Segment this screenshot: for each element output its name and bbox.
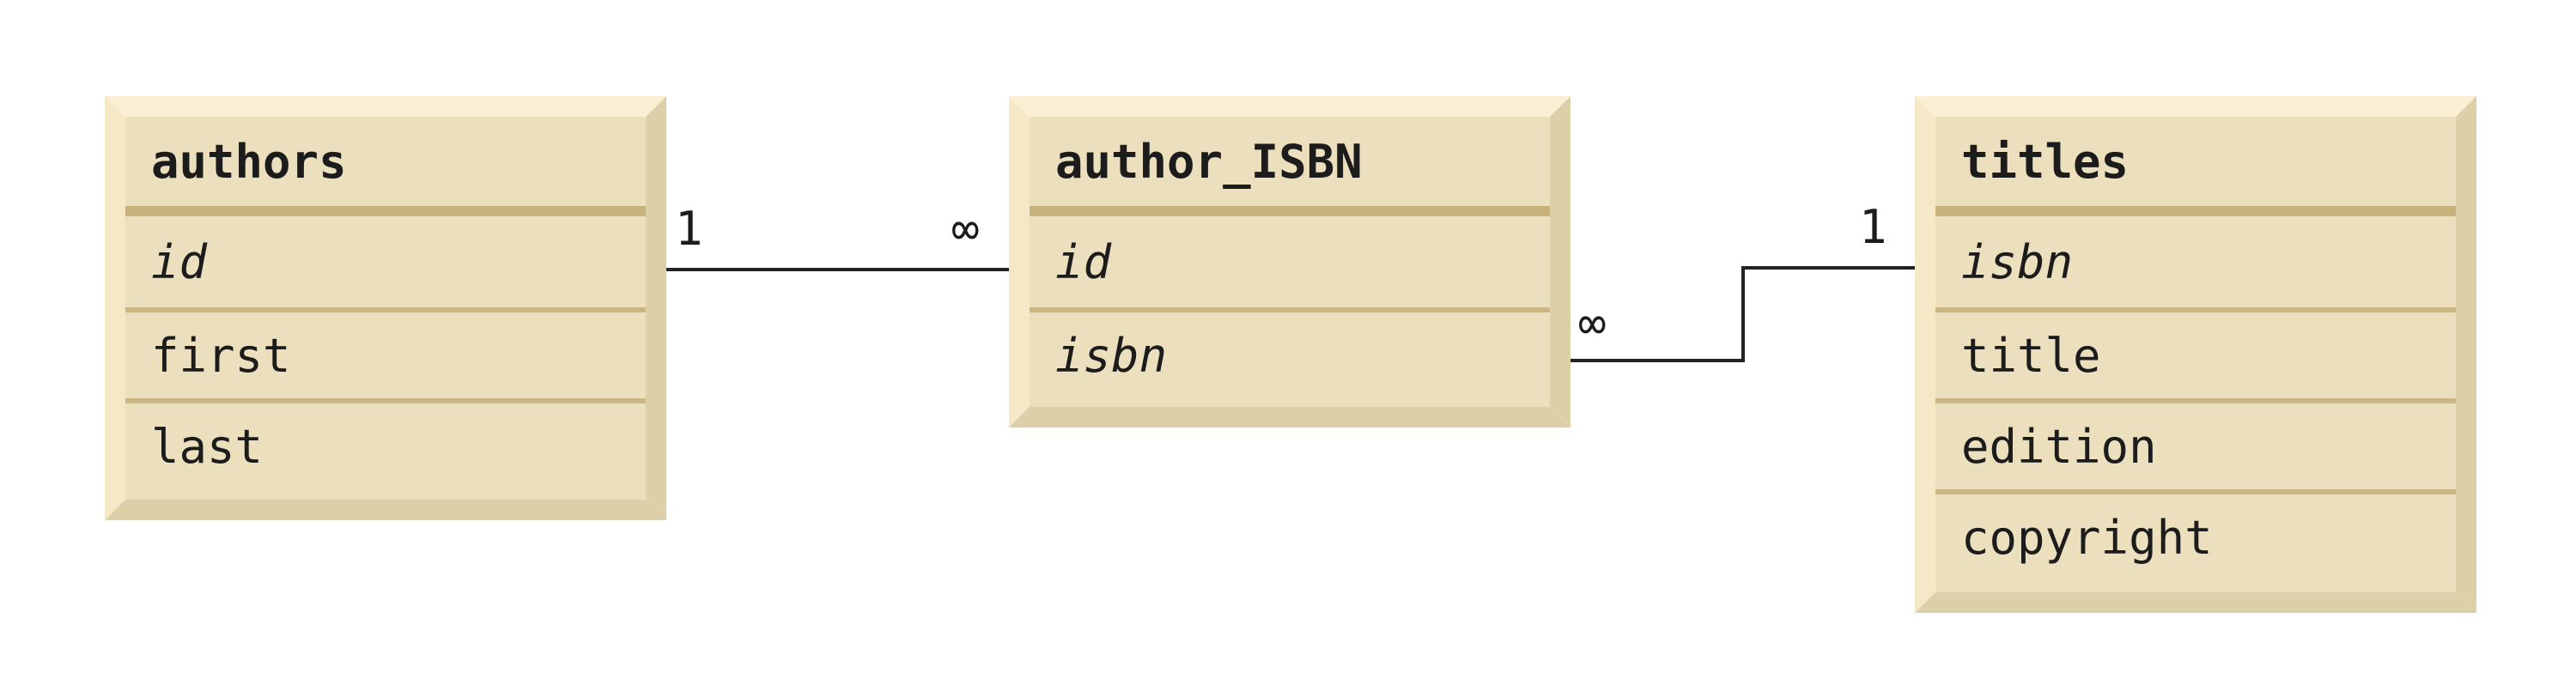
table-field: id [151, 234, 208, 289]
table-field: isbn [1030, 307, 1550, 398]
multiplicity-label: ∞ [951, 202, 980, 256]
table-title: titles [1935, 117, 2456, 216]
table-field: title [1935, 307, 2456, 398]
multiplicity-label: ∞ [1578, 296, 1607, 350]
table-field: isbn [1961, 234, 2074, 289]
author-isbn-table: author_ISBN id isbn [1009, 96, 1571, 427]
table-title: authors [125, 117, 646, 216]
table-face: authors id first last [125, 117, 646, 500]
table-face: titles isbn title edition copyright [1935, 117, 2456, 592]
table-field: id [1055, 234, 1112, 289]
table-bevel [105, 96, 666, 520]
table-bevel [1009, 96, 1571, 427]
titles-author-isbn-link [1571, 266, 1915, 362]
multiplicity-label: 1 [675, 202, 703, 256]
table-field: last [125, 398, 646, 489]
titles-table: titles isbn title edition copyright [1915, 96, 2476, 613]
multiplicity-label: 1 [1859, 200, 1887, 254]
table-field: copyright [1935, 489, 2456, 580]
authors-table: authors id first last [105, 96, 666, 520]
table-field: first [125, 307, 646, 398]
table-field: edition [1935, 398, 2456, 489]
table-face: author_ISBN id isbn [1030, 117, 1550, 407]
table-title: author_ISBN [1030, 117, 1550, 216]
table-bevel [1915, 96, 2476, 613]
